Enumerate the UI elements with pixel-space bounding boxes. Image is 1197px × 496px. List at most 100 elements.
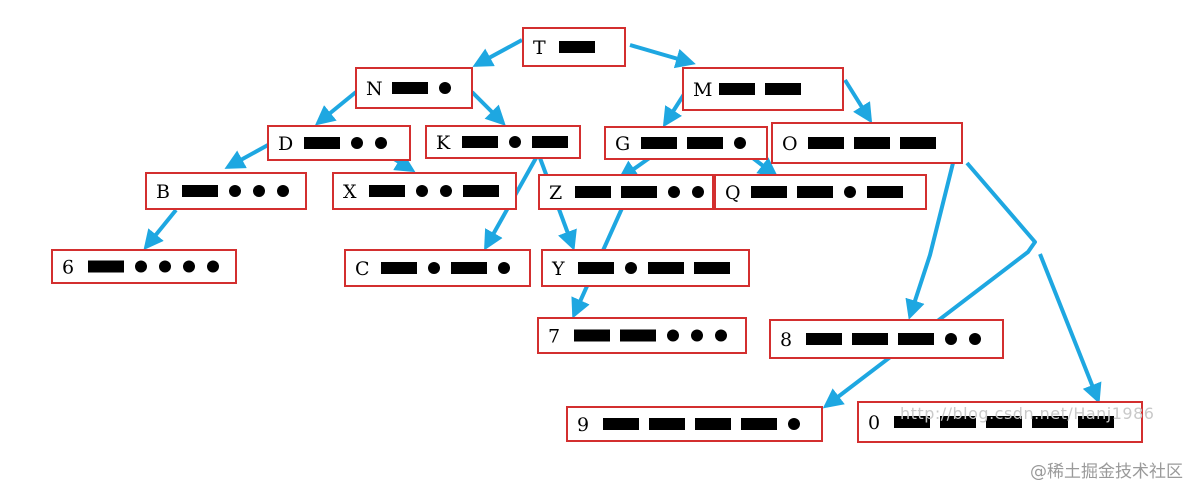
node-label: 7	[548, 326, 560, 348]
morse-dot	[625, 262, 637, 274]
node-label: K	[436, 132, 451, 154]
node-Y: Y	[541, 249, 750, 287]
morse-dash	[695, 418, 731, 430]
morse-dot	[844, 186, 856, 198]
morse-dot	[440, 185, 452, 197]
morse-dash	[392, 82, 428, 94]
morse-dash	[986, 416, 1022, 428]
site-watermark: @稀土掘金技术社区	[1030, 462, 1183, 482]
morse-dash	[88, 260, 124, 273]
node-X: X	[332, 172, 517, 210]
morse-dash	[451, 262, 487, 274]
node-label: X	[343, 181, 357, 203]
morse-dash	[182, 185, 218, 197]
morse-dot	[135, 260, 147, 273]
node-label: C	[355, 258, 370, 280]
morse-dot	[351, 137, 363, 149]
edge-T-to-N	[472, 38, 523, 67]
morse-dash	[648, 262, 684, 274]
morse-dash	[621, 186, 657, 198]
morse-dot	[715, 329, 727, 342]
morse-dash	[620, 329, 656, 342]
edge-N-to-K	[470, 90, 506, 126]
node-M: M	[682, 67, 844, 111]
node-6: 6	[51, 249, 237, 284]
node-Q: Q	[714, 174, 927, 210]
morse-dash	[852, 333, 888, 345]
morse-dot	[416, 185, 428, 197]
edge-B-to-6	[143, 208, 178, 251]
morse-dash	[304, 137, 340, 149]
morse-dot	[207, 260, 219, 273]
morse-dash	[578, 262, 614, 274]
node-box	[522, 27, 626, 67]
morse-dash	[900, 137, 936, 149]
morse-dot	[253, 185, 265, 197]
morse-dot	[183, 260, 195, 273]
morse-dot	[734, 137, 746, 149]
morse-dot	[509, 136, 521, 148]
morse-dot	[668, 186, 680, 198]
morse-dash	[575, 186, 611, 198]
node-label: Z	[549, 182, 562, 204]
node-D: D	[267, 125, 411, 161]
morse-dash	[649, 418, 685, 430]
morse-dot	[667, 329, 679, 342]
morse-dash	[854, 137, 890, 149]
morse-dot	[788, 418, 800, 430]
node-label: T	[533, 37, 546, 59]
node-N: N	[355, 67, 473, 109]
morse-dot	[692, 186, 704, 198]
node-label: 9	[577, 414, 589, 436]
edge-N-to-D	[314, 90, 358, 126]
morse-dash	[765, 83, 801, 95]
node-label: 0	[868, 412, 880, 434]
edge-M-to-O	[843, 78, 873, 124]
morse-dash	[867, 186, 903, 198]
morse-dash	[463, 185, 499, 197]
node-label: O	[782, 133, 798, 155]
node-O: O	[771, 122, 963, 164]
morse-dash	[687, 137, 723, 149]
node-label: Y	[551, 258, 565, 280]
morse-dash	[940, 416, 976, 428]
morse-dash	[719, 83, 755, 95]
node-label: 6	[62, 257, 74, 279]
morse-dash	[574, 329, 610, 342]
morse-dot	[498, 262, 510, 274]
node-box	[682, 67, 844, 111]
node-label: B	[156, 181, 170, 203]
edge-D-to-B	[224, 143, 269, 169]
morse-dot	[945, 333, 957, 345]
morse-dash	[641, 137, 677, 149]
morse-dash	[894, 416, 930, 428]
edge-O-to-8	[905, 162, 955, 320]
node-K: K	[425, 125, 581, 159]
morse-dot	[159, 260, 171, 273]
morse-dash	[797, 186, 833, 198]
morse-dot	[229, 185, 241, 197]
node-Z: Z	[538, 174, 714, 210]
morse-dash	[462, 136, 498, 148]
morse-dot	[277, 185, 289, 197]
node-label: M	[693, 79, 712, 101]
edge-O-to-0	[1038, 253, 1102, 404]
morse-dash	[1078, 416, 1114, 428]
node-B: B	[145, 172, 307, 210]
morse-dash	[1032, 416, 1068, 428]
morse-dot	[439, 82, 451, 94]
morse-dash	[741, 418, 777, 430]
morse-dot	[969, 333, 981, 345]
node-7: 7	[537, 317, 747, 354]
node-label: N	[366, 78, 383, 100]
morse-dot	[691, 329, 703, 342]
morse-dash	[751, 186, 787, 198]
edge-T-to-M	[629, 43, 696, 69]
node-label: G	[615, 133, 630, 155]
node-G: G	[604, 126, 768, 160]
node-9: 9	[566, 406, 823, 442]
morse-dash	[532, 136, 568, 148]
node-label: D	[278, 133, 293, 155]
node-label: Q	[725, 182, 741, 204]
